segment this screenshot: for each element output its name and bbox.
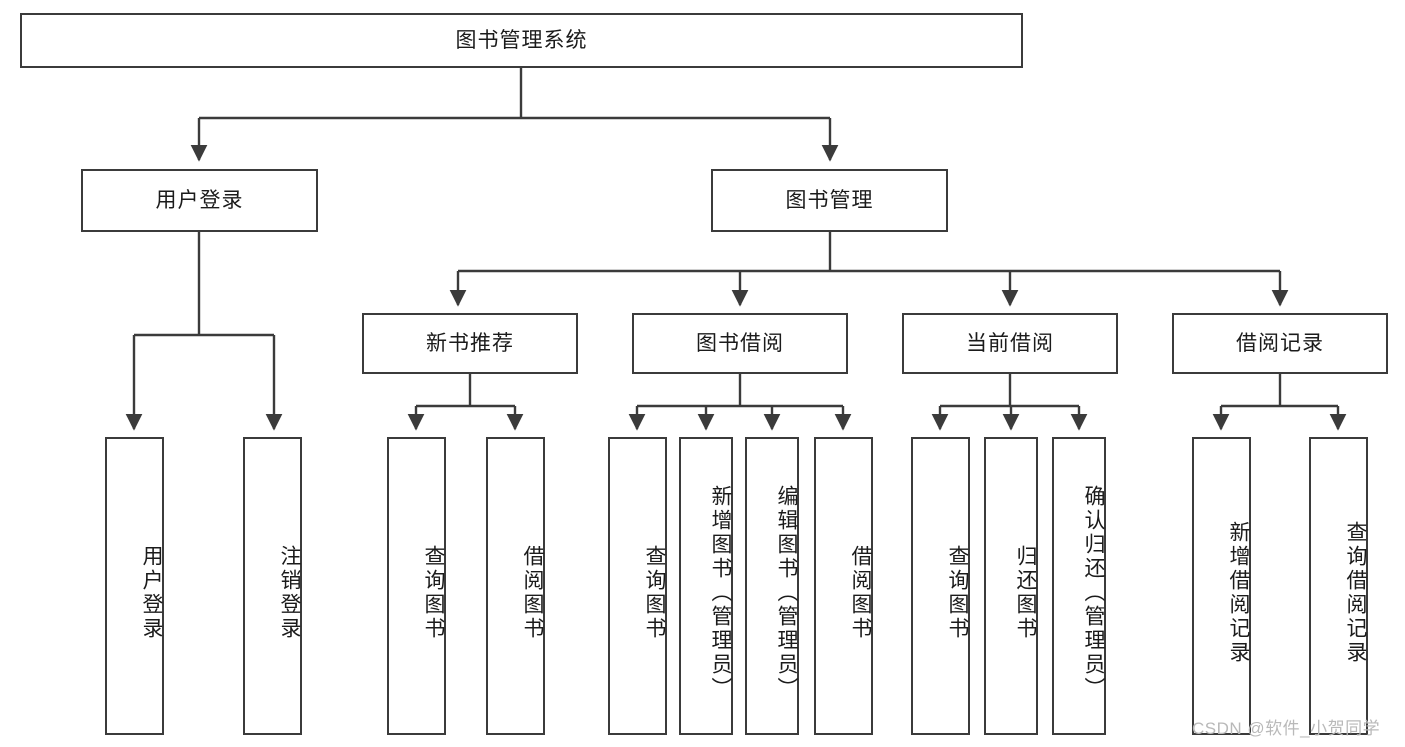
node-label: 当前借阅 (966, 331, 1054, 355)
node-current-borrow[interactable]: 当前借阅 (902, 313, 1118, 374)
node-label: 归还图书 (1014, 545, 1037, 641)
node-label: 编辑图书（管理员） (775, 485, 798, 701)
node-label: 图书借阅 (696, 331, 784, 355)
node-label: 查询图书 (422, 545, 445, 641)
node-user-login[interactable]: 用户登录 (81, 169, 318, 232)
node-root[interactable]: 图书管理系统 (20, 13, 1023, 68)
node-label: 借阅记录 (1236, 331, 1324, 355)
node-leaf-add-borrow-record[interactable]: 新增借阅记录 (1192, 437, 1251, 735)
node-label: 用户登录 (155, 188, 244, 212)
node-new-book-recommend[interactable]: 新书推荐 (362, 313, 578, 374)
node-leaf-query-book-borrow[interactable]: 查询图书 (608, 437, 667, 735)
node-label: 新增借阅记录 (1227, 521, 1250, 665)
node-leaf-return-book[interactable]: 归还图书 (984, 437, 1038, 735)
node-label: 查询借阅记录 (1344, 521, 1367, 665)
csdn-watermark: CSDN @软件_小贺同学 (1192, 719, 1381, 738)
node-label: 用户登录 (140, 545, 163, 641)
node-label: 新增图书（管理员） (709, 485, 732, 701)
node-leaf-add-book[interactable]: 新增图书（管理员） (679, 437, 733, 735)
node-label: 查询图书 (946, 545, 969, 641)
node-label: 注销登录 (278, 545, 301, 641)
node-borrow-record[interactable]: 借阅记录 (1172, 313, 1388, 374)
node-label: 借阅图书 (849, 545, 872, 641)
node-label: 图书管理系统 (455, 28, 588, 52)
node-leaf-user-login[interactable]: 用户登录 (105, 437, 164, 735)
node-label: 借阅图书 (521, 545, 544, 641)
node-label: 新书推荐 (426, 331, 514, 355)
node-leaf-borrow-book[interactable]: 借阅图书 (814, 437, 873, 735)
node-book-manage[interactable]: 图书管理 (711, 169, 948, 232)
node-leaf-confirm-return[interactable]: 确认归还（管理员） (1052, 437, 1106, 735)
node-leaf-user-logout[interactable]: 注销登录 (243, 437, 302, 735)
node-leaf-edit-book[interactable]: 编辑图书（管理员） (745, 437, 799, 735)
node-leaf-query-borrow-record[interactable]: 查询借阅记录 (1309, 437, 1368, 735)
node-leaf-query-book-rec[interactable]: 查询图书 (387, 437, 446, 735)
node-leaf-query-book-cur[interactable]: 查询图书 (911, 437, 970, 735)
node-label: 确认归还（管理员） (1082, 485, 1105, 701)
node-leaf-borrow-book-rec[interactable]: 借阅图书 (486, 437, 545, 735)
node-label: 图书管理 (785, 188, 874, 212)
node-book-borrow[interactable]: 图书借阅 (632, 313, 848, 374)
node-label: 查询图书 (643, 545, 666, 641)
